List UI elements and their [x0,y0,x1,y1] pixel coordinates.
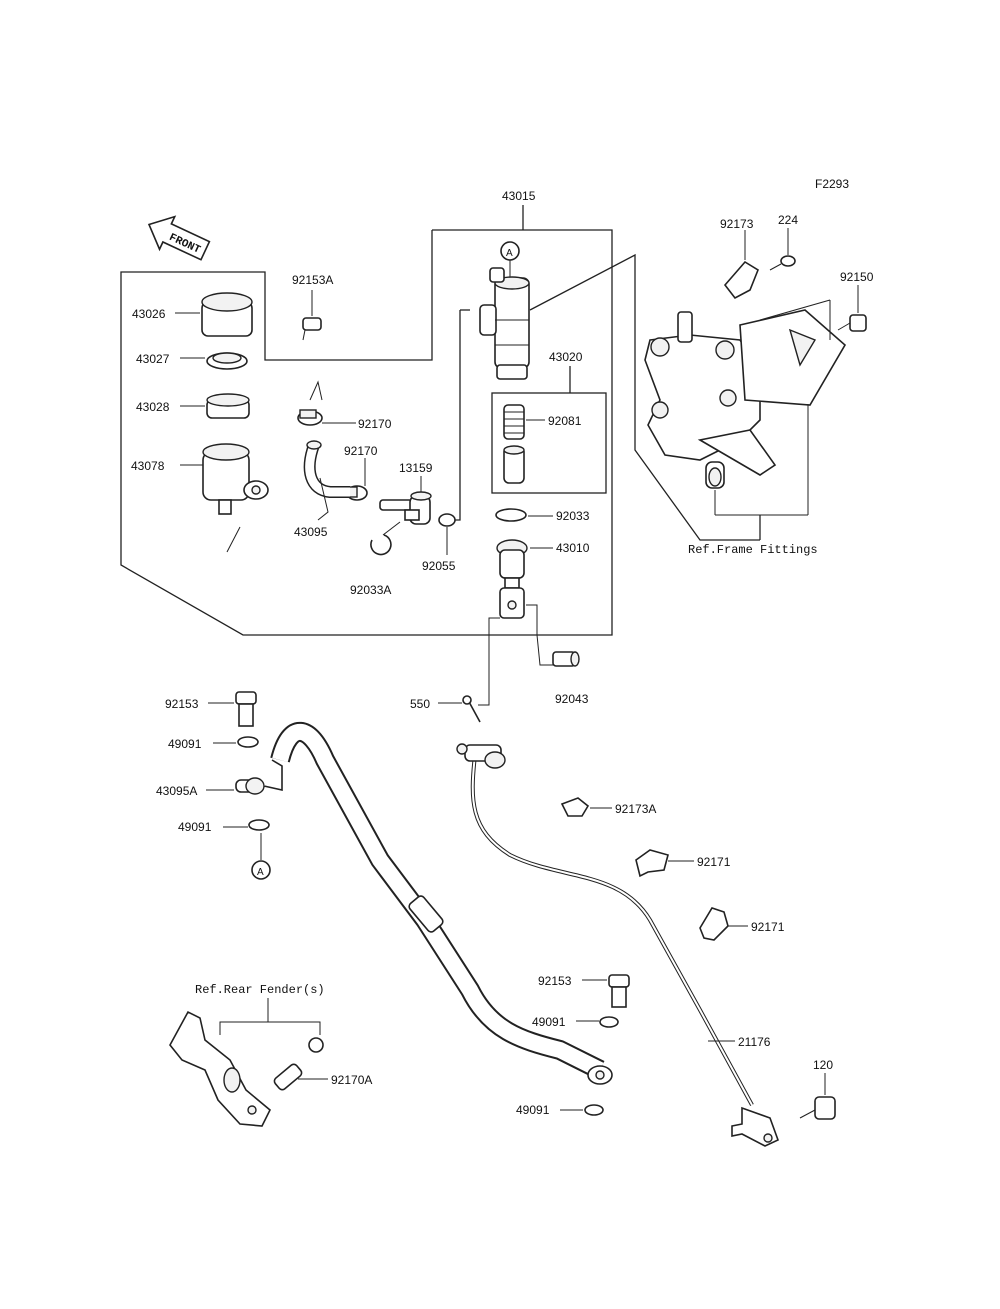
part-224-label: 224 [778,213,798,227]
part-49091-label-c: 49091 [532,1015,566,1029]
part-49091-label-b: 49091 [178,820,212,834]
part-92171-label-a: 92171 [697,855,731,869]
ref-rear-fender-label: Ref.Rear Fender(s) [195,983,325,997]
part-92055-label: 92055 [422,559,456,573]
banjo-bolt-92153-right [608,974,630,1008]
footrest-bracket [644,309,847,489]
part-92170A-label: 92170A [331,1073,372,1087]
ref-frame-fittings-label: Ref.Frame Fittings [688,543,818,557]
part-92081-label: 92081 [548,414,582,428]
kit-43020-box [491,392,607,494]
washer-49091-a [237,736,259,748]
part-43028-label: 43028 [136,400,170,414]
circlip-92033A [370,534,392,556]
front-arrow-icon: FRONT [147,215,211,261]
reservoir-cap-43026 [201,292,253,337]
bolt-92153A [302,317,322,341]
snap-ring-92033 [495,508,527,522]
joint-13159 [379,491,432,525]
part-43027-label: 43027 [136,352,170,366]
part-43010-label: 43010 [556,541,590,555]
clip-92173A [560,797,590,817]
cap-plate-43027 [206,352,248,370]
washer-49091-c [599,1016,619,1028]
banjo-fitting-43095A [235,759,283,795]
washer-49091-b [248,819,270,831]
screw-120 [799,1096,836,1120]
part-92153-label-a: 92153 [165,697,199,711]
part-43078-label: 43078 [131,459,165,473]
ref-a-label-top: A [506,248,513,259]
brake-light-switch [456,743,506,769]
pin-92043 [552,651,580,667]
part-43020-label: 43020 [549,350,583,364]
figure-code: F2293 [815,177,849,191]
part-92171-label-b: 92171 [751,920,785,934]
part-43095-label: 43095 [294,525,328,539]
part-13159-label: 13159 [399,461,433,475]
bolt-92150 [837,314,867,332]
part-92153-label-b: 92153 [538,974,572,988]
part-92043-label: 92043 [555,692,589,706]
clamp-92171-upper [635,849,669,878]
part-92033-label: 92033 [556,509,590,523]
o-ring-92055 [438,513,456,527]
part-120-label: 120 [813,1058,833,1072]
clamp-92171-lower [699,907,729,941]
screw-224 [769,255,796,271]
part-92033A-label: 92033A [350,583,391,597]
grommet-92170A [273,1037,324,1091]
part-550-label: 550 [410,697,430,711]
part-92173-label: 92173 [720,217,754,231]
assembly-outline [120,205,761,636]
washer-49091-d [584,1104,604,1116]
part-49091-label-a: 49091 [168,737,202,751]
reservoir-tank-43078 [202,443,269,515]
part-92173A-label: 92173A [615,802,656,816]
banjo-bolt-92153-left [235,691,257,727]
part-92150-label: 92150 [840,270,874,284]
cotter-pin-550 [462,695,481,723]
banjo-fitting-right [587,1065,613,1085]
part-43026-label: 43026 [132,307,166,321]
ref-a-label-bottom: A [257,867,264,878]
rear-fender-bracket [169,1010,271,1127]
ref-a-circle-bottom [251,860,271,880]
push-rod-43010 [496,539,528,619]
part-92170-label-b: 92170 [344,444,378,458]
part-43095A-label: 43095A [156,784,197,798]
part-21176-label: 21176 [738,1035,771,1049]
piston-part [503,445,525,484]
part-43015-label: 43015 [502,189,536,203]
spring-part [503,404,525,440]
master-cylinder-body [479,267,530,380]
part-92170-label-a: 92170 [358,417,392,431]
clip-92173 [723,260,759,300]
part-92153A-label: 92153A [292,273,333,287]
switch-bracket-bottom [731,1106,780,1147]
diaphragm-43028 [206,393,250,419]
hose-clamp-92170-upper [297,409,323,426]
part-49091-label-d: 49091 [516,1103,550,1117]
